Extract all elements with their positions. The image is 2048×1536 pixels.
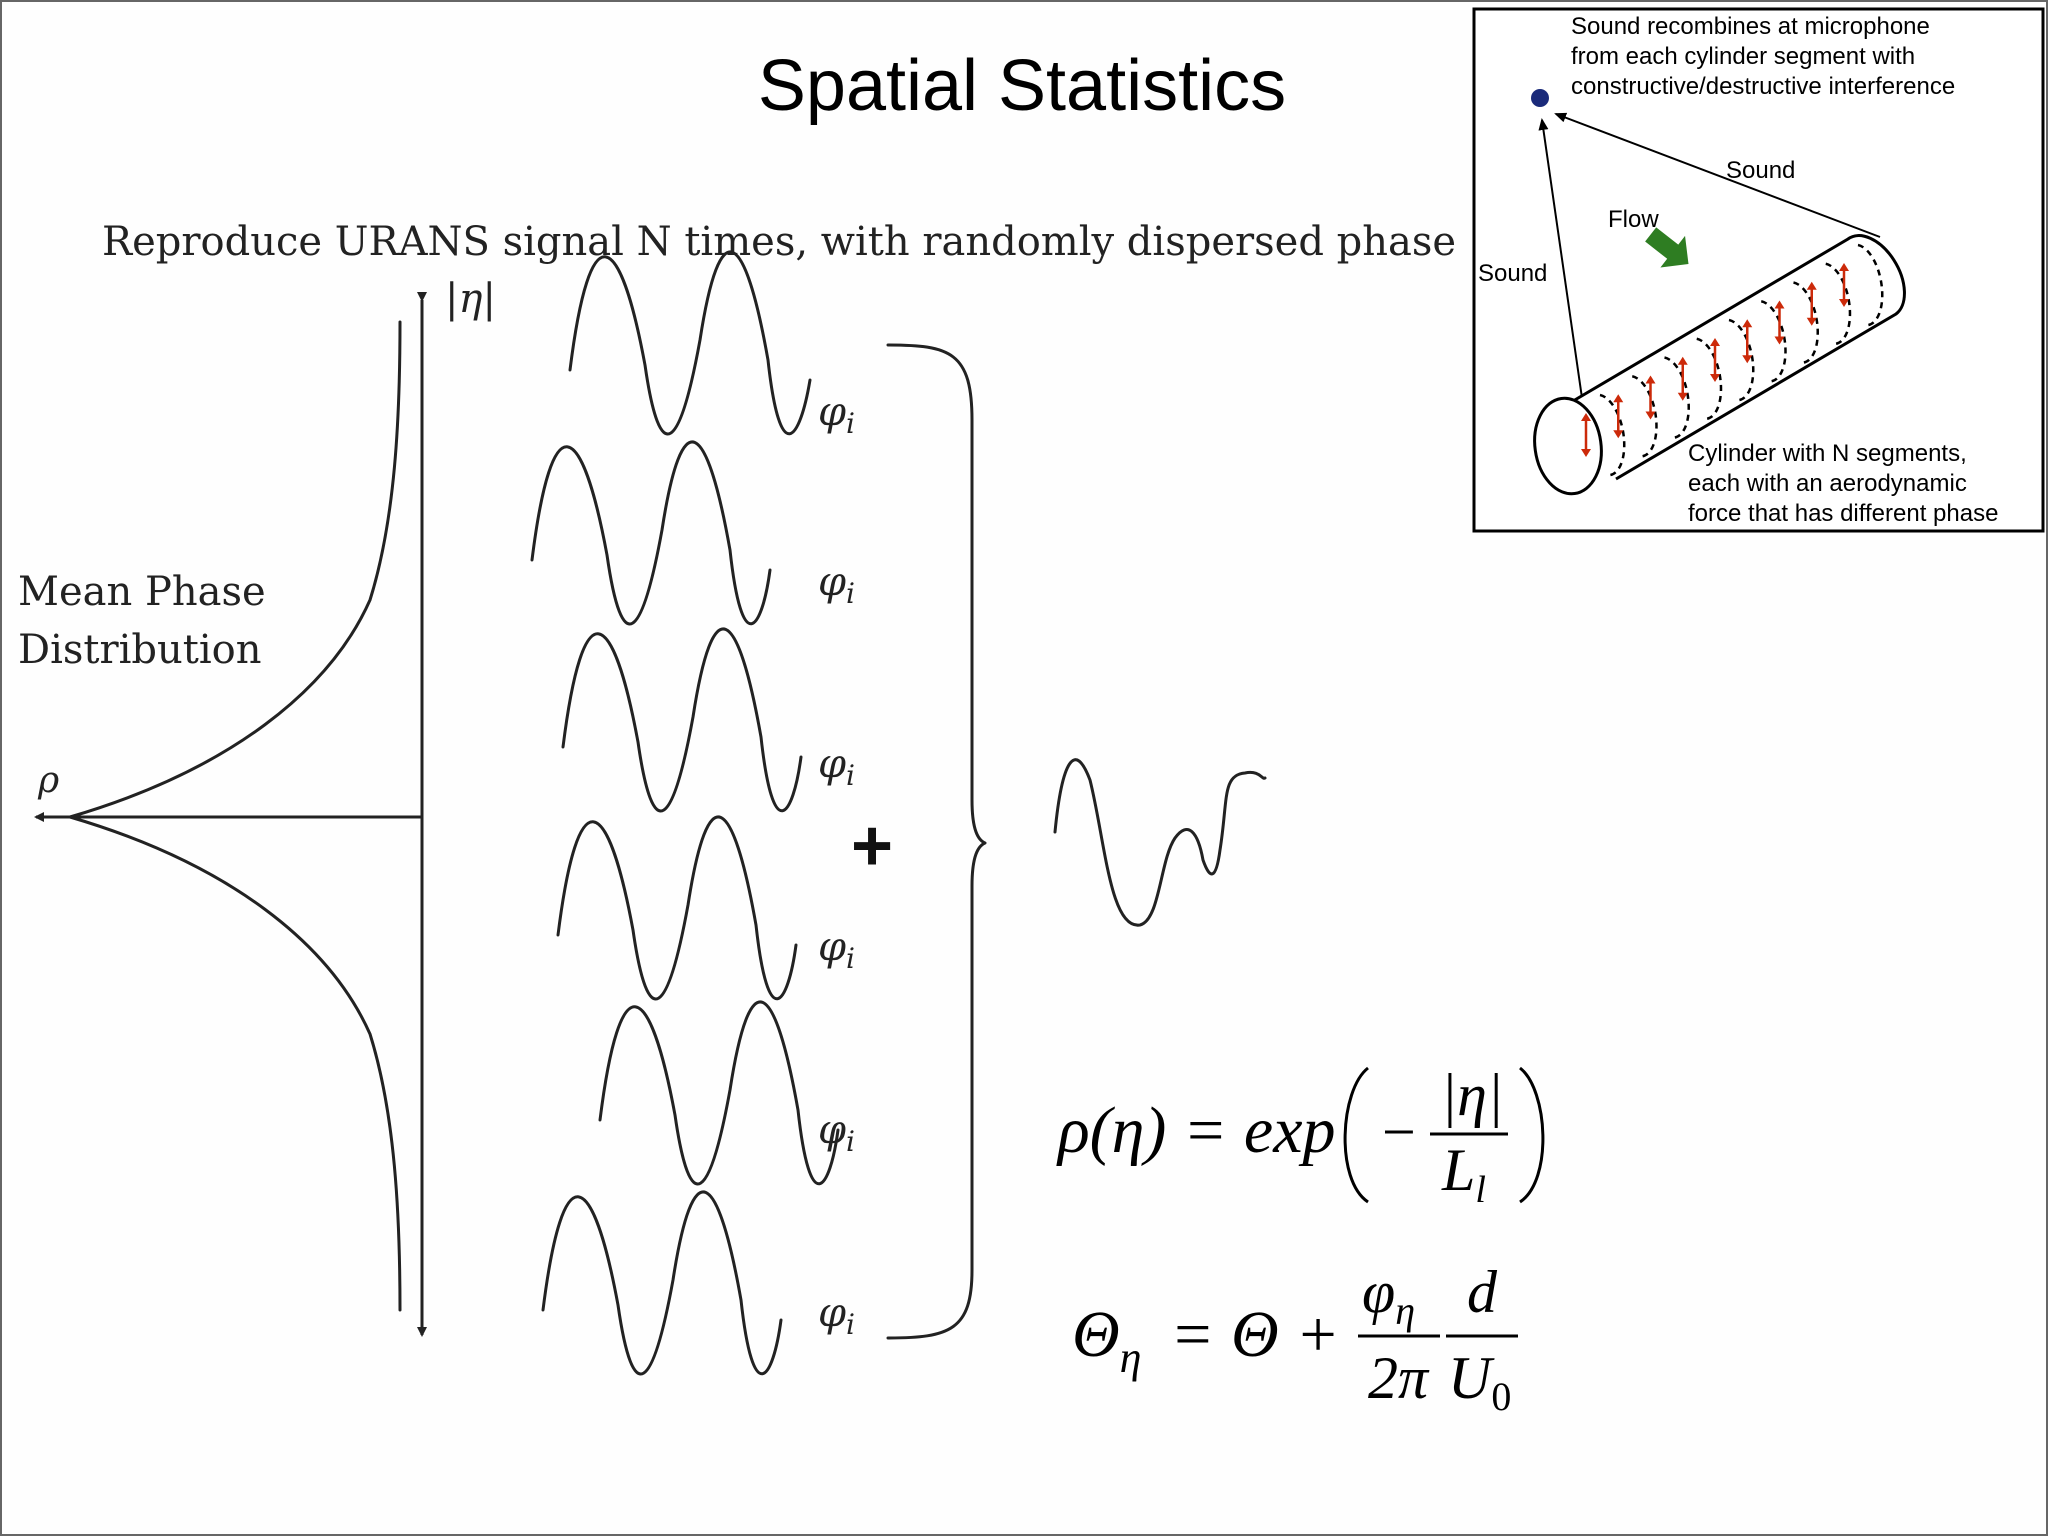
plus-sign: +	[851, 806, 893, 886]
cylinder-segment-ring	[1599, 393, 1626, 477]
phase-label: φi	[818, 559, 855, 610]
signal-wave	[556, 815, 798, 1001]
force-arrow-head-up	[1742, 319, 1753, 328]
cylinder-segment-ring	[1664, 356, 1690, 439]
force-arrow-head-down	[1581, 449, 1591, 457]
svg-text:φi: φi	[818, 1290, 855, 1341]
equation-1-denominator: Ll	[1441, 1137, 1486, 1211]
svg-text:φi: φi	[818, 389, 855, 440]
cylinder-body	[1567, 234, 1906, 481]
slide-subtitle: Reproduce URANS signal N times, with ran…	[102, 219, 1456, 265]
equation-1-numerator: |η|	[1441, 1062, 1504, 1128]
signal-wave	[561, 627, 803, 813]
force-arrow-head-up	[1774, 300, 1785, 309]
cylinder-segment-ring	[1631, 375, 1658, 458]
equation-2-frac2-numerator: d	[1467, 1259, 1498, 1325]
flow-arrow-icon	[1645, 227, 1689, 268]
equation-correlation: ρ(η) = exp − |η| Ll	[1056, 1062, 1545, 1211]
force-arrow-head-up	[1710, 338, 1720, 346]
force-arrow-head-down	[1613, 430, 1624, 439]
inset-caption-top: Sound recombines at microphone from each…	[1571, 13, 1955, 100]
equation-2-frac1-numerator: φη	[1362, 1259, 1415, 1333]
distribution-curve-upper	[68, 320, 402, 819]
equation-phase: Θη = Θ + φη 2π d U0	[1072, 1259, 1518, 1419]
signal-wave	[568, 250, 812, 436]
force-arrow-head-up	[1581, 413, 1591, 421]
distribution-label-line2: Distribution	[18, 627, 261, 673]
cylinder-segment-ring	[1793, 281, 1819, 364]
force-arrow-head-down	[1742, 355, 1753, 364]
inset-caption-bottom: Cylinder with N segments, each with an a…	[1688, 440, 1998, 527]
force-arrow-head-down	[1645, 411, 1656, 420]
signal-wave	[598, 1000, 840, 1186]
sound-ray-left	[1538, 118, 1583, 399]
phase-label: φi	[818, 741, 855, 792]
slide-title: Spatial Statistics	[758, 46, 1286, 126]
cylinder-segment-ring	[1760, 300, 1787, 383]
cylinder-segment-lines	[1599, 243, 1884, 477]
equation-1-minus: −	[1382, 1099, 1416, 1165]
equation-2-frac1-denominator: 2π	[1368, 1345, 1430, 1411]
force-arrow-head-up	[1839, 263, 1849, 271]
sound-ray-right	[1554, 112, 1881, 238]
microphone-icon	[1531, 89, 1549, 107]
force-arrow-head-down	[1710, 374, 1720, 382]
cylinder-diagram	[1533, 234, 1906, 496]
signal-wave	[530, 440, 772, 626]
force-arrow-head-down	[1806, 317, 1817, 326]
sum-brace	[886, 343, 987, 1340]
equation-2-lhs: Θη	[1072, 1298, 1142, 1382]
equation-2-rhs: = Θ +	[1170, 1298, 1340, 1371]
phase-label: φi	[818, 1290, 855, 1341]
distribution-label-line1: Mean Phase	[18, 569, 266, 615]
force-arrow-head-down	[1774, 336, 1785, 345]
phase-label: φi	[818, 389, 855, 440]
rho-axis-label: ρ	[37, 760, 59, 801]
force-arrow-head-up	[1613, 394, 1624, 403]
flow-label: Flow	[1608, 206, 1659, 233]
svg-text:φi: φi	[818, 924, 855, 975]
combined-signal	[1053, 758, 1267, 927]
force-arrow-head-up	[1806, 281, 1817, 290]
cylinder-end-cap	[1533, 396, 1603, 496]
svg-text:φi: φi	[818, 1107, 855, 1158]
svg-text:φi: φi	[818, 559, 855, 610]
eta-axis-label: |η|	[445, 276, 496, 322]
cylinder-segment-ring	[1728, 318, 1755, 402]
equation-1-right-paren	[1519, 1066, 1545, 1204]
sound-label-right: Sound	[1726, 157, 1795, 184]
force-arrow-head-down	[1839, 299, 1849, 307]
cylinder-segment-ring	[1696, 337, 1723, 421]
sound-label-left: Sound	[1478, 260, 1547, 287]
signal-list: φi φi φi φi φi φi +	[530, 250, 893, 1376]
signal-wave	[541, 1190, 783, 1376]
cylinder-segment-ring	[1857, 243, 1884, 327]
equation-1-lhs: ρ(η) = exp	[1056, 1094, 1336, 1167]
equation-1-left-paren	[1343, 1066, 1369, 1204]
force-arrow-head-up	[1645, 375, 1656, 384]
force-arrow-head-down	[1677, 392, 1688, 401]
distribution-curve-lower	[68, 815, 402, 1312]
phase-label: φi	[818, 924, 855, 975]
distribution-plot: |η| ρ Mean Phase Distribution	[18, 276, 496, 1337]
equation-2-frac2-denominator: U0	[1448, 1345, 1511, 1419]
force-arrow-head-up	[1677, 356, 1688, 365]
phase-label: φi	[818, 1107, 855, 1158]
cylinder-segment-ring	[1825, 262, 1852, 346]
force-arrows	[1581, 263, 1849, 457]
svg-text:φi: φi	[818, 741, 855, 792]
inset-panel: Sound recombines at microphone from each…	[1472, 7, 2045, 533]
